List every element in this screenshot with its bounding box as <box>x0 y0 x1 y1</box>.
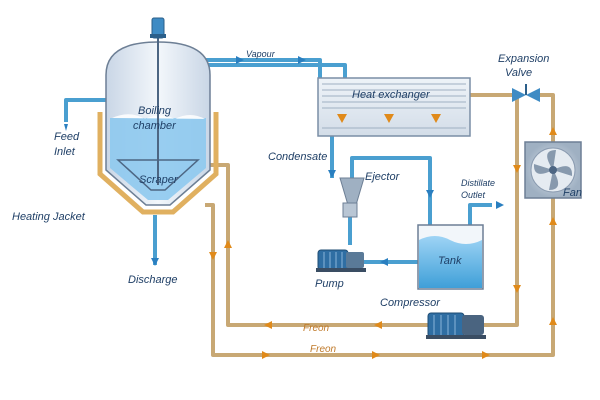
ejector-icon <box>339 177 365 218</box>
label-boiling-1: Boiling <box>138 105 172 117</box>
feed-inlet-pipe <box>64 98 108 122</box>
water-arrows <box>64 56 504 266</box>
label-feed-1: Feed <box>54 131 80 143</box>
label-freon-1: Freon <box>303 323 330 334</box>
distillate-tank <box>417 224 484 290</box>
label-vapour: Vapour <box>246 49 276 59</box>
distillate-pipe <box>468 203 492 225</box>
label-scraper: Scraper <box>139 174 179 186</box>
expansion-valve-icon <box>512 84 540 102</box>
heating-jacket <box>97 112 219 215</box>
label-compressor: Compressor <box>380 297 441 309</box>
freon-arrows <box>209 127 557 359</box>
label-condensate: Condensate <box>268 151 327 163</box>
freon-pipe-compressor-out <box>470 93 519 327</box>
label-fan: Fan <box>563 187 582 199</box>
label-ejector: Ejector <box>365 171 401 183</box>
label-expansion-2: Valve <box>505 67 532 79</box>
label-feed-2: Inlet <box>54 146 76 158</box>
label-pump: Pump <box>315 278 344 290</box>
label-boiling-2: chamber <box>133 120 177 132</box>
fan-icon <box>524 141 582 199</box>
freon-pipe-lower <box>205 93 555 357</box>
heat-exchanger <box>317 77 471 137</box>
label-distillate-1: Distillate <box>461 178 495 188</box>
ejector-recirc-pipe <box>350 156 432 225</box>
motor-icon <box>150 17 166 39</box>
boiling-vessel <box>97 17 219 215</box>
scraper <box>116 159 200 191</box>
compressor-icon <box>426 312 486 339</box>
label-heat-exchanger: Heat exchanger <box>352 89 431 101</box>
vapour-pipe-top <box>205 63 347 78</box>
label-distillate-2: Outlet <box>461 190 486 200</box>
pump-icon <box>316 249 366 272</box>
label-freon-2: Freon <box>310 344 337 355</box>
label-expansion-1: Expansion <box>498 53 549 65</box>
label-tank: Tank <box>438 255 462 267</box>
label-heating-jacket: Heating Jacket <box>12 211 86 223</box>
label-discharge: Discharge <box>128 274 178 286</box>
